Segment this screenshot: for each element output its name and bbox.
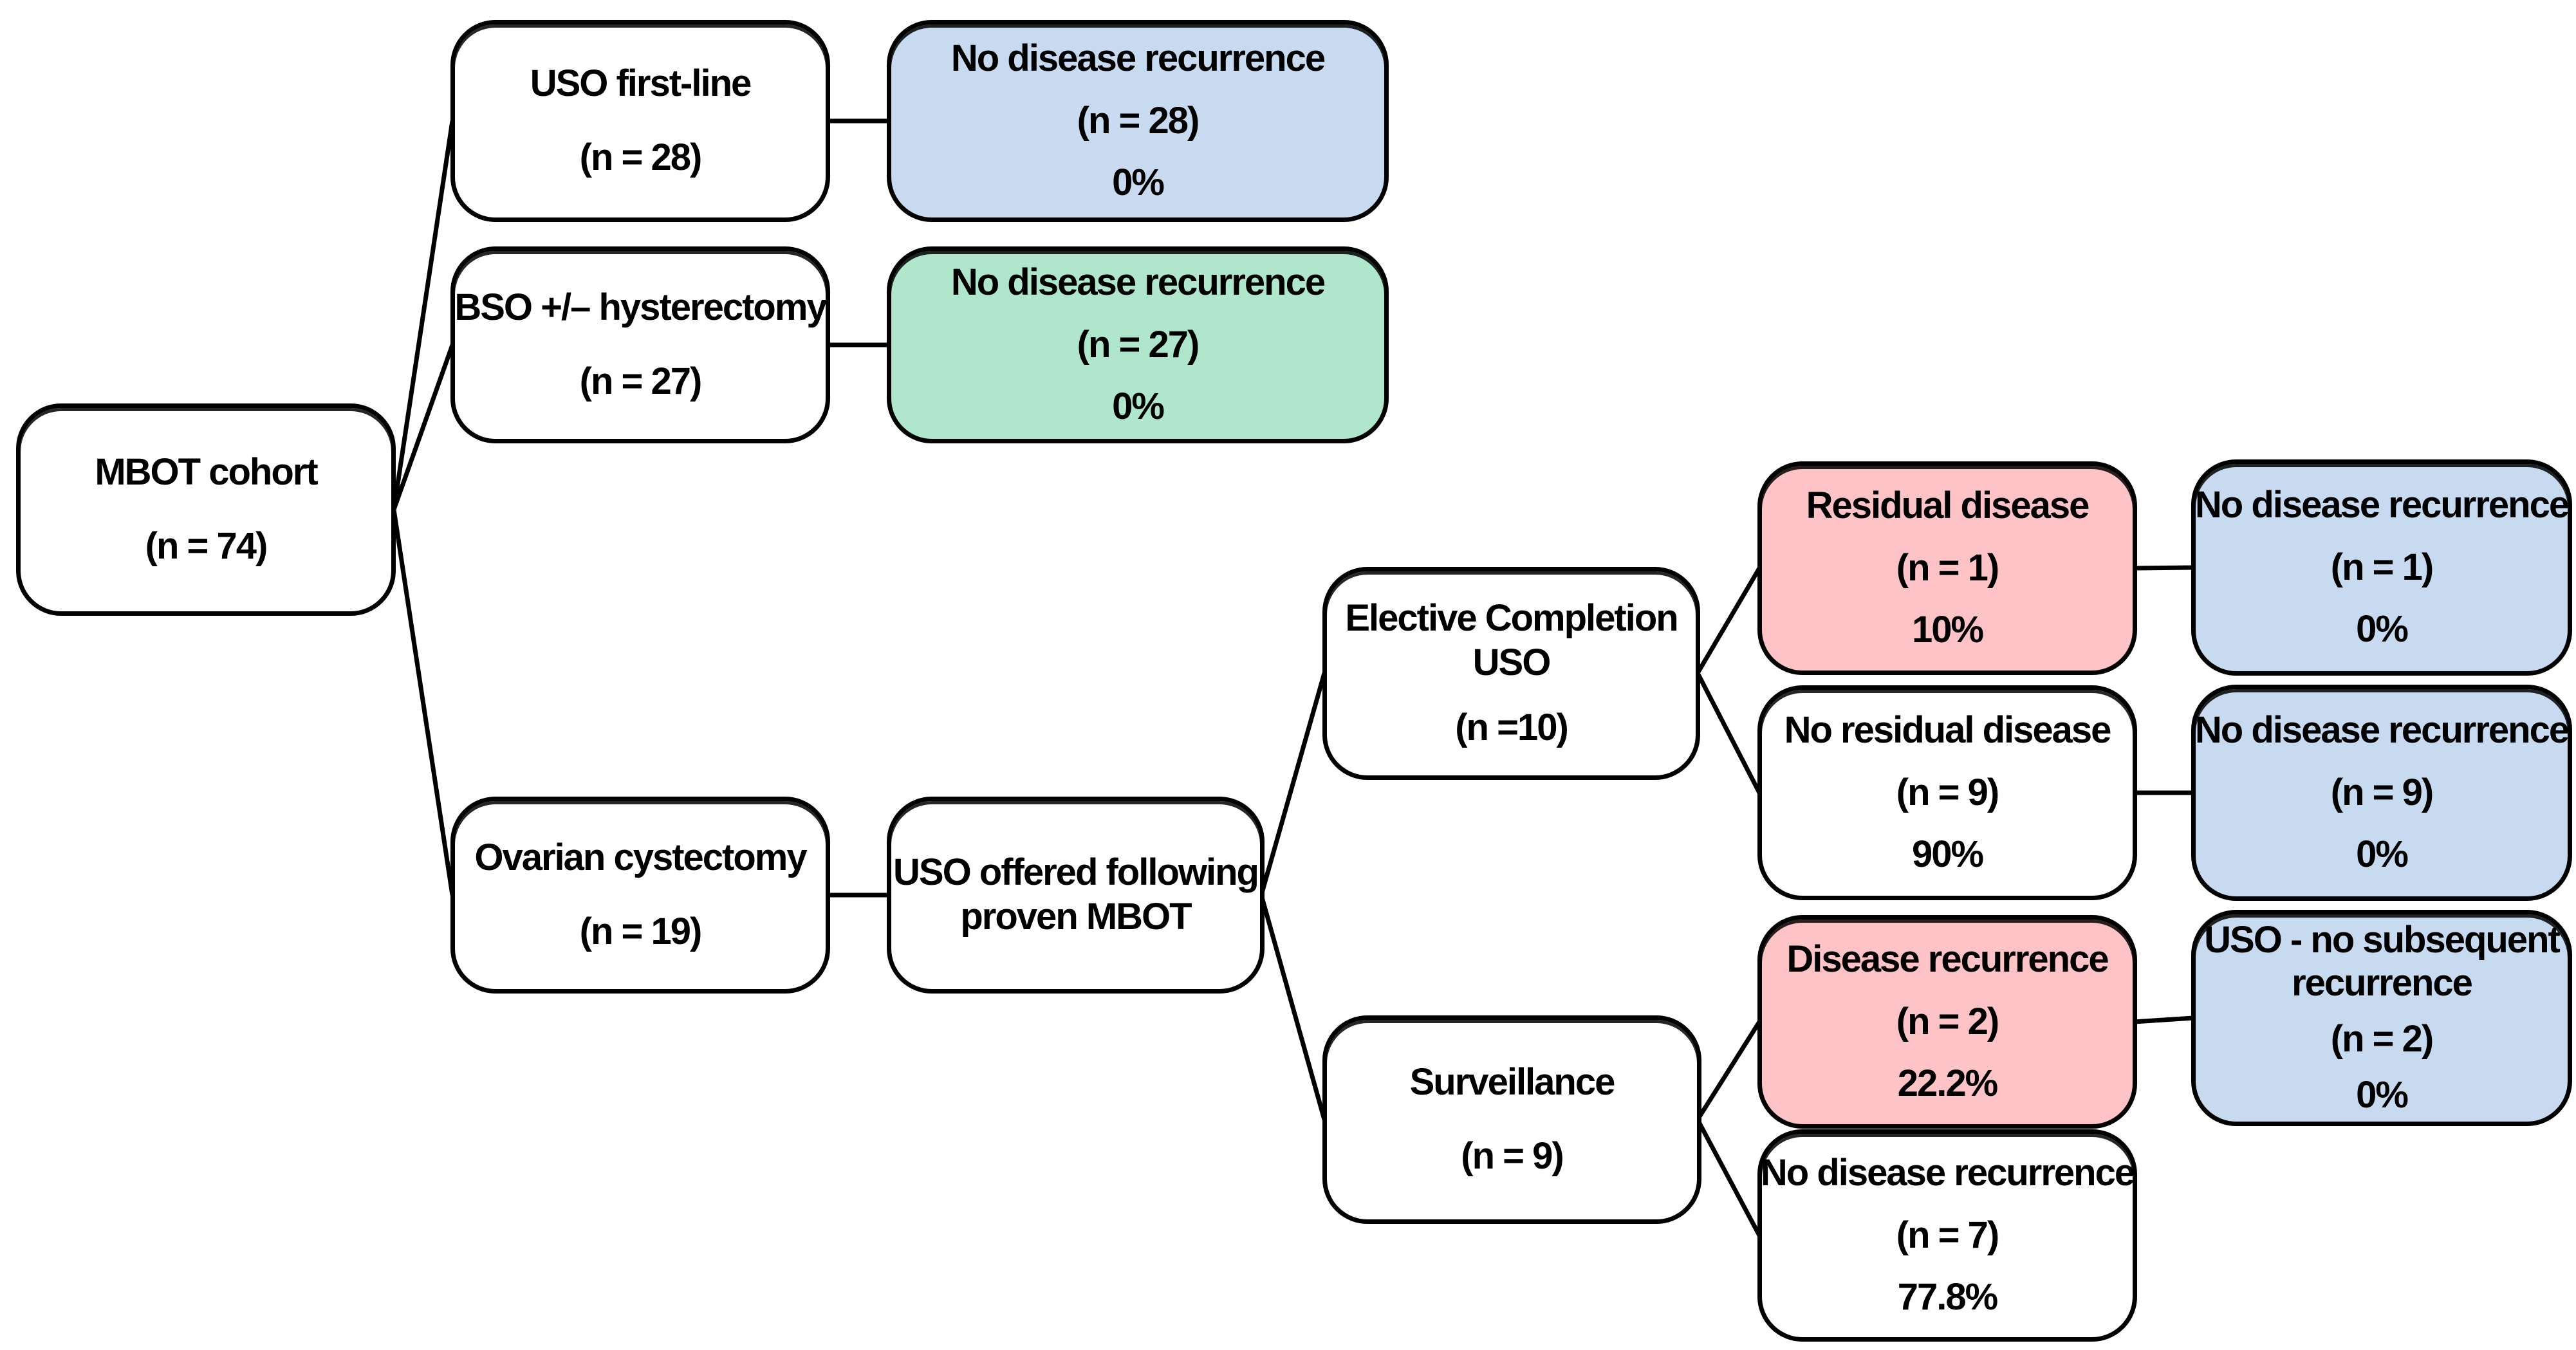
node-label-group: USO - no subsequent recurrence xyxy=(2204,919,2561,1004)
node-residual-disease-outcome: No disease recurrence (n = 1) 0% xyxy=(2191,459,2572,676)
node-label: No disease recurrence xyxy=(1760,1151,2135,1194)
node-label: Surveillance xyxy=(1409,1061,1616,1104)
node-percent: 10% xyxy=(1911,609,1984,651)
node-count: (n = 27) xyxy=(579,360,703,402)
node-mbot-cohort: MBOT cohort (n = 74) xyxy=(16,403,396,616)
node-disease-recurrence: Disease recurrence (n = 2) 22.2% xyxy=(1757,915,2137,1129)
connector-disease-recurrence-outcome xyxy=(2133,1015,2194,1024)
node-uso-first-line-outcome: No disease recurrence (n = 28) 0% xyxy=(887,20,1389,222)
node-percent: 77.8% xyxy=(1897,1276,1998,1318)
node-label: No disease recurrence xyxy=(2194,483,2570,526)
node-label-line1: USO - no subsequent xyxy=(2204,919,2561,961)
node-label-group: USO offered following proven MBOT xyxy=(893,851,1259,938)
node-percent: 0% xyxy=(1112,385,1165,428)
connector-uso-offered-surveillance xyxy=(1259,894,1327,1120)
node-count: (n = 2) xyxy=(2330,1018,2434,1060)
node-count: (n = 28) xyxy=(579,136,703,178)
connector-uso-offered-elective xyxy=(1259,672,1327,896)
node-uso-first-line: USO first-line (n = 28) xyxy=(450,20,830,222)
node-percent: 0% xyxy=(1112,162,1165,204)
connector-elective-no-residual xyxy=(1695,672,1762,794)
node-surveillance-no-recurrence: No disease recurrence (n = 7) 77.8% xyxy=(1757,1129,2137,1342)
node-count: (n = 9) xyxy=(1896,771,1999,813)
node-disease-recurrence-outcome: USO - no subsequent recurrence (n = 2) 0… xyxy=(2191,910,2572,1126)
node-label: Residual disease xyxy=(1806,484,2090,526)
node-residual-disease: Residual disease (n = 1) 10% xyxy=(1757,461,2137,675)
node-label-line2: proven MBOT xyxy=(960,896,1192,938)
node-label: Disease recurrence xyxy=(1786,938,2109,980)
node-label-line1: USO offered following xyxy=(893,851,1259,894)
node-label: No disease recurrence xyxy=(2194,708,2570,751)
node-label-line2: USO xyxy=(1472,642,1552,684)
node-no-residual-disease-outcome: No disease recurrence (n = 9) 0% xyxy=(2191,685,2572,901)
connector-mbot-ovarian-cystectomy xyxy=(391,509,455,896)
node-elective-completion-uso: Elective Completion USO (n =10) xyxy=(1322,567,1700,780)
node-no-residual-disease: No residual disease (n = 9) 90% xyxy=(1757,685,2137,900)
node-label: No disease recurrence xyxy=(950,261,1326,303)
node-count: (n =10) xyxy=(1455,706,1569,748)
connector-mbot-uso-first-line xyxy=(391,120,455,510)
node-label: Ovarian cystectomy xyxy=(474,837,807,879)
connector-surveillance-no-recurrence xyxy=(1695,1118,1762,1237)
node-count: (n = 2) xyxy=(1896,1000,1999,1042)
node-label: No residual disease xyxy=(1784,708,2112,751)
node-count: (n = 9) xyxy=(1461,1135,1564,1177)
node-count: (n = 9) xyxy=(2330,771,2434,813)
connector-mbot-bso xyxy=(391,344,455,511)
node-surveillance: Surveillance (n = 9) xyxy=(1322,1015,1701,1224)
node-bso-outcome: No disease recurrence (n = 27) 0% xyxy=(887,246,1389,443)
node-count: (n = 74) xyxy=(145,525,268,567)
node-percent: 22.2% xyxy=(1897,1062,1998,1105)
node-bso-hysterectomy: BSO +/– hysterectomy (n = 27) xyxy=(450,246,830,443)
node-count: (n = 19) xyxy=(579,911,703,952)
node-ovarian-cystectomy: Ovarian cystectomy (n = 19) xyxy=(450,797,830,994)
connector-elective-residual xyxy=(1695,567,1762,674)
node-label: No disease recurrence xyxy=(950,37,1326,79)
node-percent: 90% xyxy=(1911,833,1984,876)
node-count: (n = 7) xyxy=(1896,1214,1999,1256)
node-label: BSO +/– hysterectomy xyxy=(454,286,827,329)
node-label: USO first-line xyxy=(530,62,752,105)
node-count: (n = 1) xyxy=(2330,546,2434,588)
node-label-line2: recurrence xyxy=(2292,962,2473,1004)
node-count: (n = 1) xyxy=(1896,546,1999,589)
node-percent: 0% xyxy=(2356,1073,2409,1116)
node-count: (n = 27) xyxy=(1077,323,1200,365)
node-count: (n = 28) xyxy=(1077,99,1200,142)
node-percent: 0% xyxy=(2356,833,2409,876)
node-label-line1: Elective Completion xyxy=(1345,597,1678,640)
node-label-group: Elective Completion USO xyxy=(1345,597,1678,684)
node-percent: 0% xyxy=(2356,608,2409,651)
connector-surveillance-disease-recurrence xyxy=(1696,1021,1761,1121)
node-uso-offered: USO offered following proven MBOT xyxy=(887,797,1265,994)
node-label: MBOT cohort xyxy=(95,451,318,494)
